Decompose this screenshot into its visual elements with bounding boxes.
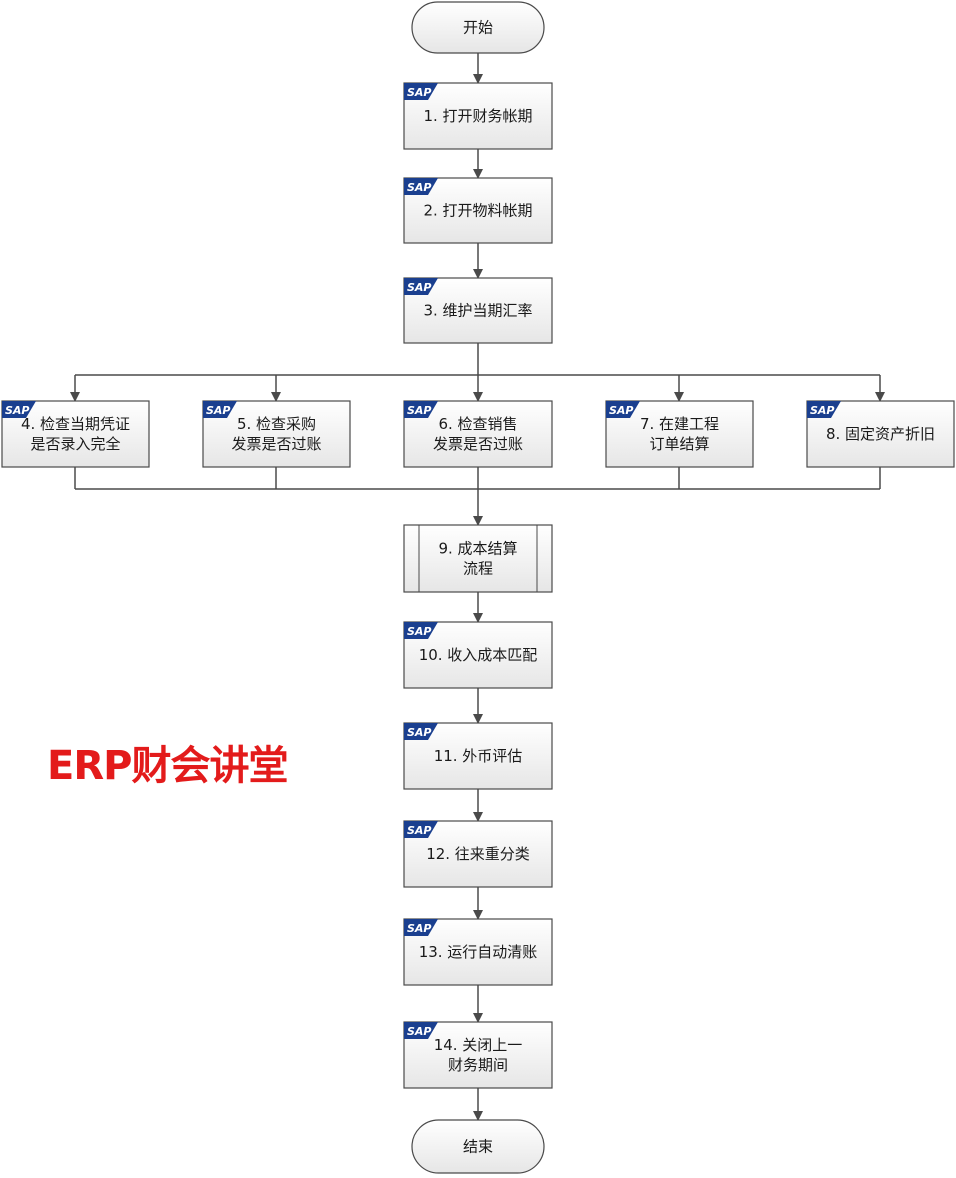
sap-logo-text: SAP [407, 625, 432, 638]
terminal-shape [411, 1119, 545, 1174]
node-label: 7. 在建工程 [640, 415, 719, 433]
node-label: 8. 固定资产折旧 [826, 425, 935, 443]
node-label: 13. 运行自动清账 [419, 943, 538, 961]
node-label: 流程 [463, 560, 493, 578]
node-label: 1. 打开财务帐期 [423, 107, 532, 125]
node-label: 14. 关闭上一 [434, 1036, 523, 1054]
sap-logo-text: SAP [407, 404, 432, 417]
terminal-shape [411, 1, 545, 54]
node-n3: SAP 3. 维护当期汇率 [403, 277, 553, 344]
sap-logo-text: SAP [407, 181, 432, 194]
sap-logo-icon: SAP [807, 401, 841, 418]
node-label: 6. 检查销售 [438, 415, 517, 433]
sap-logo-text: SAP [407, 86, 432, 99]
sap-logo-icon: SAP [404, 919, 438, 936]
node-label: 11. 外币评估 [434, 747, 523, 765]
sap-logo-text: SAP [609, 404, 634, 417]
sap-logo-icon: SAP [404, 401, 438, 418]
sap-logo-icon: SAP [404, 622, 438, 639]
node-end: 结束 [411, 1119, 545, 1174]
sap-logo-text: SAP [407, 281, 432, 294]
node-label: 3. 维护当期汇率 [423, 302, 532, 320]
sap-logo-text: SAP [407, 824, 432, 837]
node-label: 开始 [463, 19, 493, 37]
node-label: 12. 往来重分类 [426, 845, 530, 863]
sap-logo-text: SAP [5, 404, 30, 417]
sap-logo-icon: SAP [404, 723, 438, 740]
sap-logo-text: SAP [407, 1025, 432, 1038]
node-n10: SAP 10. 收入成本匹配 [403, 621, 553, 689]
sap-logo-text: SAP [206, 404, 231, 417]
sap-logo-text: SAP [407, 726, 432, 739]
node-label: 5. 检查采购 [237, 415, 316, 433]
node-start: 开始 [411, 1, 545, 54]
sap-logo-icon: SAP [404, 821, 438, 838]
node-label: 发票是否过账 [433, 435, 523, 453]
sap-logo-icon: SAP [203, 401, 237, 418]
node-label: 财务期间 [448, 1056, 508, 1074]
node-n12: SAP 12. 往来重分类 [403, 820, 553, 888]
task-box [403, 524, 553, 593]
sap-logo-icon: SAP [404, 278, 438, 295]
node-label: 9. 成本结算 [438, 540, 517, 558]
node-n2: SAP 2. 打开物料帐期 [403, 177, 553, 244]
node-label: 10. 收入成本匹配 [419, 646, 538, 664]
sap-logo-icon: SAP [404, 178, 438, 195]
sap-logo-text: SAP [810, 404, 835, 417]
node-label: 是否录入完全 [30, 435, 120, 453]
sap-logo-icon: SAP [2, 401, 36, 418]
node-label: 2. 打开物料帐期 [423, 202, 532, 220]
node-n8: SAP 8. 固定资产折旧 [806, 400, 955, 468]
node-label: 发票是否过账 [231, 435, 321, 453]
sap-logo-icon: SAP [606, 401, 640, 418]
node-n13: SAP 13. 运行自动清账 [403, 918, 553, 986]
node-label: 结束 [463, 1138, 493, 1156]
sap-logo-text: SAP [407, 922, 432, 935]
sap-logo-icon: SAP [404, 83, 438, 100]
node-label: 订单结算 [649, 435, 709, 453]
node-label: 4. 检查当期凭证 [21, 415, 130, 433]
connectors [70, 53, 885, 1121]
sap-logo-icon: SAP [404, 1022, 438, 1039]
node-n1: SAP 1. 打开财务帐期 [403, 82, 553, 150]
erp-watermark: ERP财会讲堂 [47, 743, 288, 789]
